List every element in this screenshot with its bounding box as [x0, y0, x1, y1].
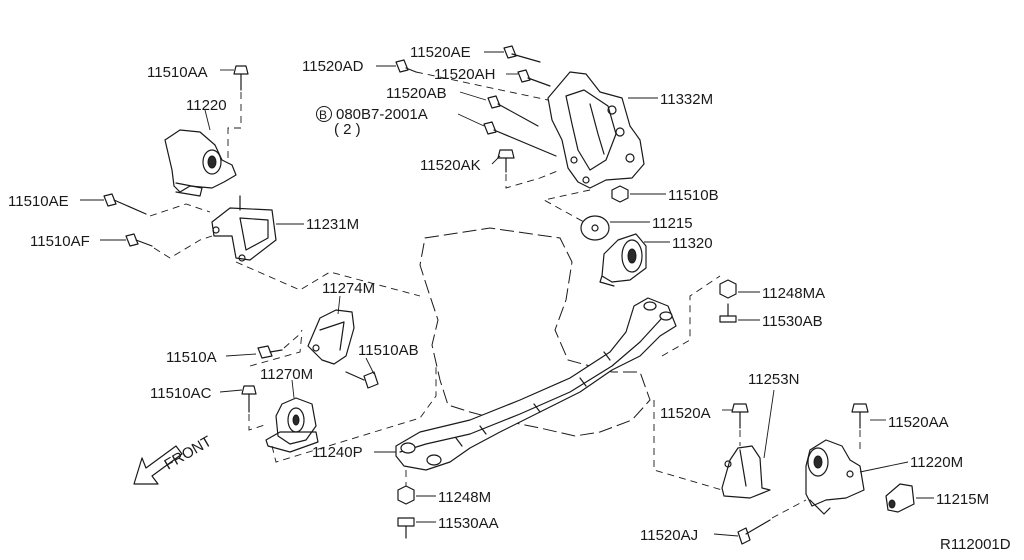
bolt-11530AB-icon — [719, 303, 737, 323]
label-11240P: 11240P — [312, 444, 363, 461]
label-080B7: 080B7-2001A — [336, 106, 428, 123]
engine-mount-11220 — [164, 129, 237, 197]
bolt-080B7-icon — [483, 121, 557, 157]
label-11510A: 11510A — [166, 349, 217, 366]
nut-11510B-icon — [611, 185, 629, 203]
label-11215: 11215 — [652, 215, 693, 232]
label-11220M: 11220M — [910, 454, 963, 471]
label-11530AA: 11530AA — [438, 515, 499, 532]
label-11274M: 11274M — [322, 280, 375, 297]
diagram-code: R112001D — [940, 536, 1011, 553]
label-11520AJ: 11520AJ — [640, 527, 698, 544]
nut-11248M-icon — [397, 485, 415, 505]
engine-mount-11320 — [599, 233, 647, 287]
label-11248M: 11248M — [438, 489, 491, 506]
bolt-11520AH-icon — [517, 69, 551, 87]
label-11510AE: 11510AE — [8, 193, 69, 210]
label-11215M: 11215M — [936, 491, 989, 508]
label-11520AB: 11520AB — [386, 85, 447, 102]
label-11510AB: 11510AB — [358, 342, 419, 359]
nut-11248MA-icon — [719, 279, 737, 299]
label-11253N: 11253N — [748, 371, 799, 388]
label-11248MA: 11248MA — [762, 285, 825, 302]
bolt-11520AA-icon — [851, 403, 869, 429]
label-080B7-prefix: B — [319, 108, 327, 122]
bolt-11520AK-icon — [497, 149, 515, 173]
bolt-11510AF-icon — [125, 233, 153, 247]
label-11520AD: 11520AD — [302, 58, 364, 75]
insulator-11215M — [885, 483, 915, 513]
crossmember-11240P — [395, 297, 677, 471]
label-11220: 11220 — [186, 97, 227, 114]
label-11510AF: 11510AF — [30, 233, 90, 250]
label-11510B: 11510B — [668, 187, 719, 204]
engine-mount-11220M — [805, 439, 865, 515]
label-11510AA: 11510AA — [147, 64, 208, 81]
label-11530AB: 11530AB — [762, 313, 823, 330]
engine-mount-11270M — [265, 397, 319, 453]
label-11510AC: 11510AC — [150, 385, 212, 402]
bolt-11530AA-icon — [397, 517, 415, 539]
label-11231M: 11231M — [306, 216, 359, 233]
bolt-11520AJ-icon — [737, 519, 771, 545]
bracket-11332M — [547, 71, 645, 189]
label-11520AK: 11520AK — [420, 157, 481, 174]
washer-11215 — [580, 215, 610, 241]
bracket-11253N — [721, 445, 771, 499]
label-11520AE: 11520AE — [410, 44, 471, 61]
label-11270M: 11270M — [260, 366, 313, 383]
bracket-11231M — [211, 195, 277, 262]
bolt-11510AB-icon — [345, 371, 379, 389]
bolt-11510AE-icon — [103, 193, 147, 215]
bolt-11520AE-icon — [503, 45, 541, 63]
label-11332M: 11332M — [660, 91, 713, 108]
front-arrow-icon — [133, 445, 183, 485]
bolt-11520A-icon — [731, 403, 749, 429]
bolt-11520AD-icon — [395, 59, 417, 73]
label-080B7-qty: ( 2 ) — [334, 121, 361, 138]
bolt-11510AC-icon — [241, 385, 257, 413]
bracket-11274M — [307, 309, 355, 365]
front-direction-label: FRONT — [162, 433, 215, 474]
label-11520AA: 11520AA — [888, 414, 949, 431]
bolt-11520AB-icon — [487, 95, 539, 127]
bolt-11510A-icon — [257, 345, 283, 359]
engine-outline — [419, 227, 651, 437]
label-11320: 11320 — [672, 235, 713, 252]
bolt-prefix-circle-icon — [316, 106, 332, 122]
label-11520A: 11520A — [660, 405, 711, 422]
label-11520AH: 11520AH — [434, 66, 495, 83]
bolt-11510AA-icon — [233, 65, 249, 91]
